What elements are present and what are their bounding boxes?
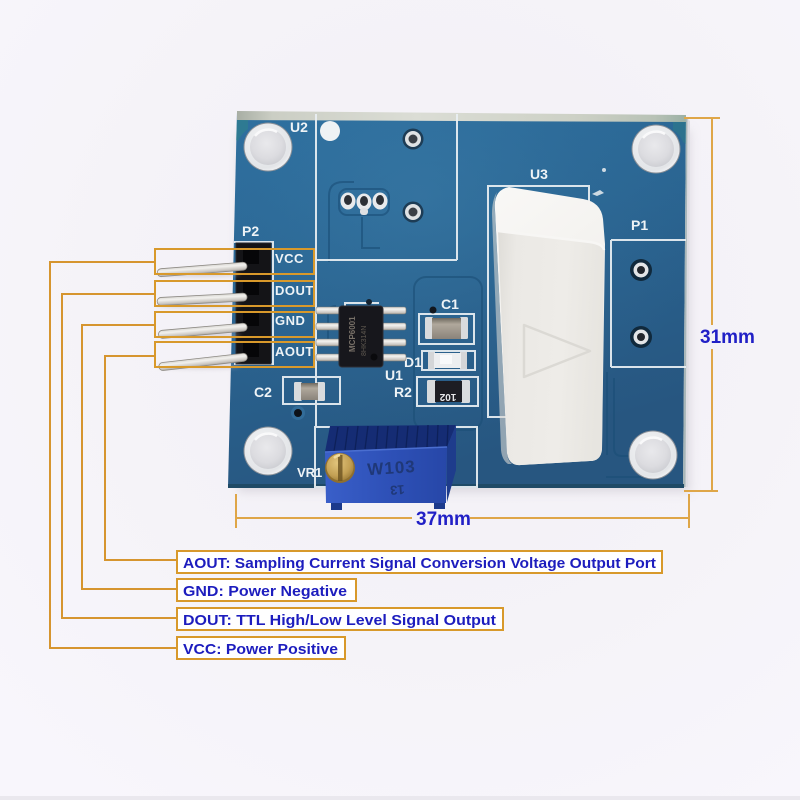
svg-text:P1: P1 bbox=[631, 217, 648, 233]
svg-text:C1: C1 bbox=[441, 296, 459, 312]
svg-text:VCC: VCC bbox=[275, 251, 304, 266]
svg-text:8HK314N: 8HK314N bbox=[361, 326, 368, 356]
svg-text:AOUT: AOUT bbox=[275, 344, 314, 359]
svg-text:DOUT: DOUT bbox=[275, 283, 314, 298]
svg-text:C2: C2 bbox=[254, 384, 272, 400]
svg-text:102: 102 bbox=[439, 391, 456, 402]
svg-text:U1: U1 bbox=[385, 367, 403, 383]
svg-text:D1: D1 bbox=[404, 354, 422, 370]
svg-text:R2: R2 bbox=[394, 384, 412, 400]
svg-text:VCC: Power Positive: VCC: Power Positive bbox=[183, 641, 338, 658]
svg-text:P2: P2 bbox=[242, 223, 259, 239]
svg-text:MCP6001: MCP6001 bbox=[348, 316, 357, 352]
svg-text:AOUT: Sampling Current Signal: AOUT: Sampling Current Signal Conversion… bbox=[183, 555, 656, 572]
svg-text:31mm: 31mm bbox=[700, 327, 755, 348]
svg-text:GND: GND bbox=[275, 313, 305, 328]
svg-text:W103: W103 bbox=[367, 457, 417, 479]
svg-text:13: 13 bbox=[390, 482, 405, 498]
svg-text:VR1: VR1 bbox=[297, 465, 322, 480]
svg-text:37mm: 37mm bbox=[416, 509, 471, 530]
svg-text:U2: U2 bbox=[290, 119, 308, 135]
svg-text:GND: Power Negative: GND: Power Negative bbox=[183, 583, 347, 600]
svg-text:U3: U3 bbox=[530, 166, 548, 182]
svg-text:DOUT: TTL High/Low Level Signa: DOUT: TTL High/Low Level Signal Output bbox=[183, 612, 496, 629]
